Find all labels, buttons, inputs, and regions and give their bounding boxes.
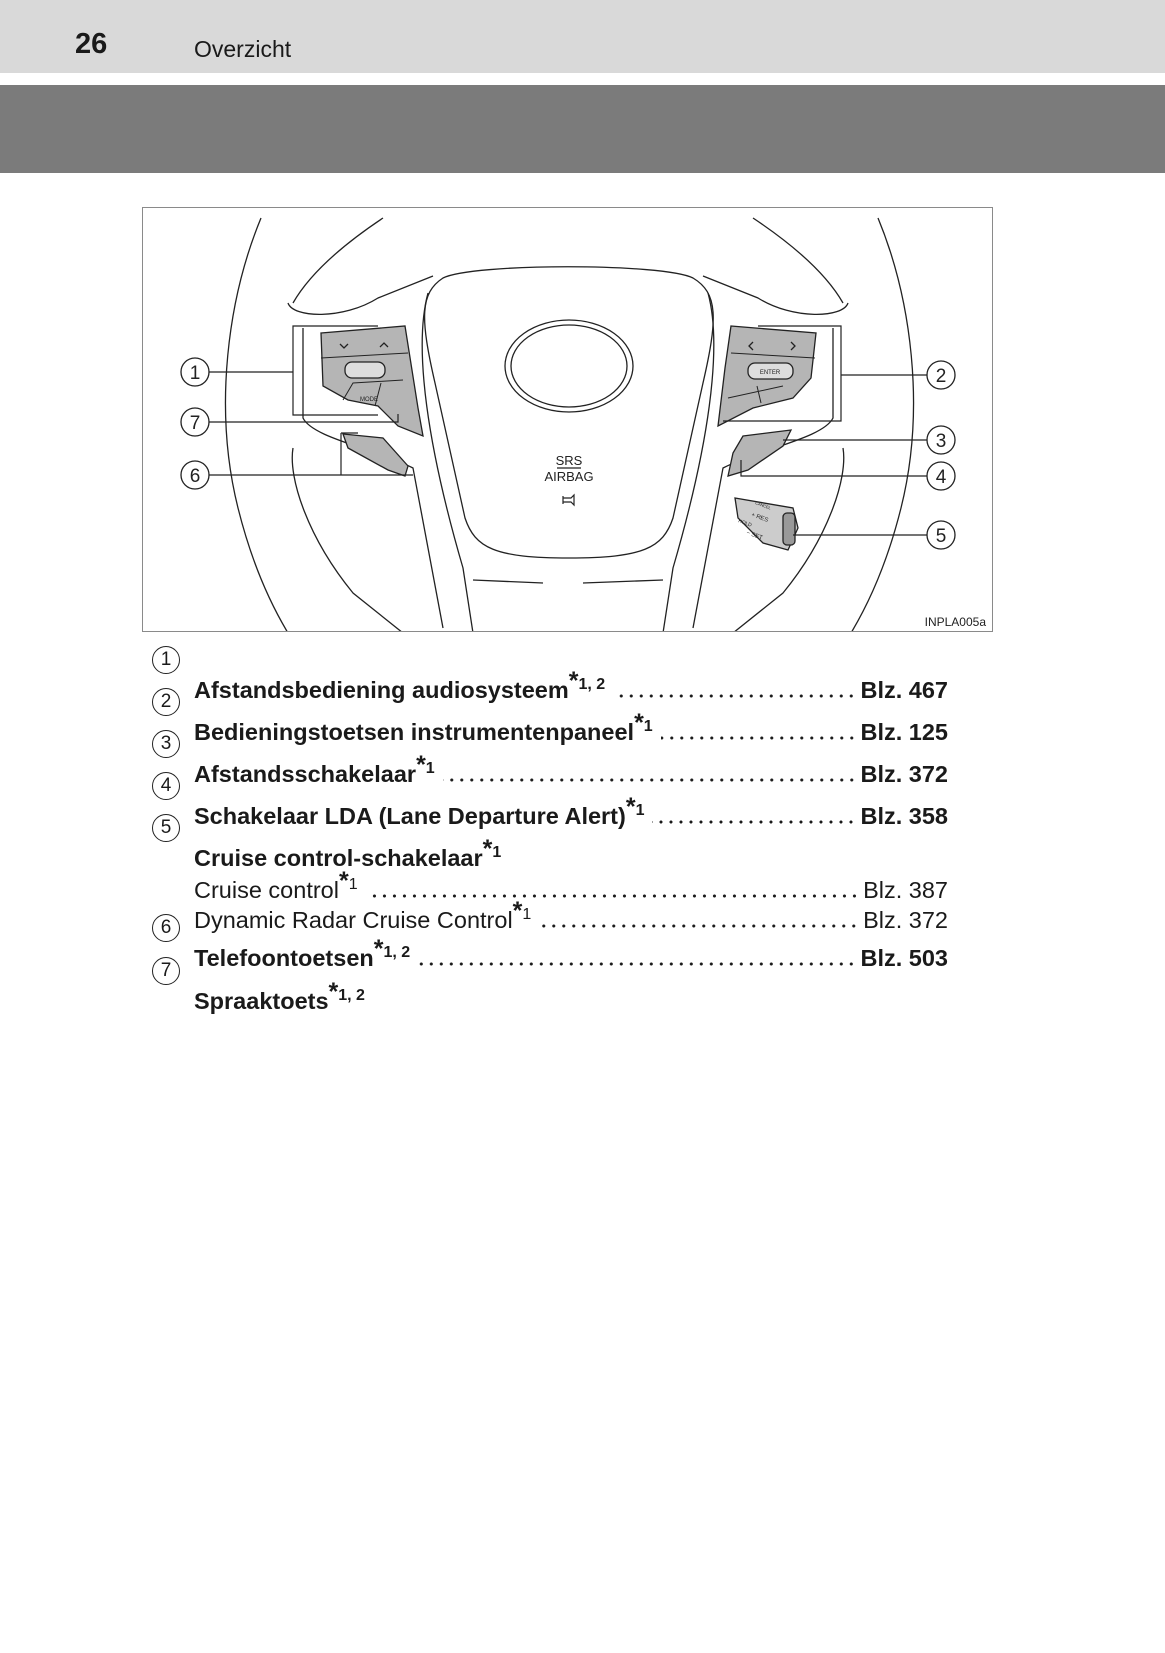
callout-3: 3 <box>936 431 947 452</box>
callout-6: 6 <box>190 466 201 487</box>
list-item: 4 Schakelaar LDA (Lane Departure Alert)*… <box>150 772 948 830</box>
footnote-star: * <box>634 709 644 737</box>
footnote-star: * <box>482 835 493 863</box>
footnote: 1, 2 <box>383 944 411 961</box>
phone-buttons <box>342 433 409 477</box>
footnote: 1, 2 <box>578 676 606 693</box>
footnote-star: * <box>373 935 384 963</box>
footnote-star: * <box>416 751 426 779</box>
item-label: Spraaktoets <box>194 988 329 1014</box>
footnote: 1 <box>492 844 502 861</box>
horn-icon <box>562 493 575 507</box>
list-item: 3 Afstandsschakelaar*1 Blz. 372 <box>150 730 948 788</box>
footnote: 1 <box>643 718 653 735</box>
footnote-star: * <box>568 667 579 695</box>
item-label: Bedieningstoetsen instrumentenpaneel <box>194 719 635 745</box>
footnote: 1 <box>635 802 645 819</box>
list-subitem: Dynamic Radar Cruise Control*1 Blz. 372 <box>150 897 948 934</box>
page-ref-link[interactable]: Blz. 503 <box>860 945 948 971</box>
callout-1: 1 <box>190 363 201 384</box>
footnote: 1, 2 <box>338 987 365 1004</box>
section-band <box>0 85 1165 173</box>
cancel-label: CANCEL <box>755 500 773 511</box>
callout-4: 4 <box>936 467 947 488</box>
emblem-oval <box>504 319 634 413</box>
page-ref-link[interactable]: Blz. 125 <box>860 719 948 745</box>
item-label: Cruise control-schakelaar <box>194 845 483 871</box>
enter-button-label: ENTER <box>760 370 781 376</box>
res-label: + RES <box>750 512 769 524</box>
dot-leader <box>660 736 857 740</box>
airbag-pad <box>423 266 714 559</box>
dot-leader <box>652 820 857 824</box>
cruise-control-lever <box>734 497 799 551</box>
item-label: Schakelaar LDA (Lane Departure Alert) <box>194 803 626 829</box>
list-item: 2 Bedieningstoetsen instrumentenpaneel*1… <box>150 688 948 746</box>
chevron-right-icon <box>790 341 796 351</box>
page-number: 26 <box>75 28 108 60</box>
item-label: Dynamic Radar Cruise Control <box>194 907 513 933</box>
item-number: 3 <box>152 730 180 758</box>
mode-button-label: MODE <box>360 397 378 403</box>
callout-2: 2 <box>936 366 947 387</box>
item-number: 6 <box>152 914 180 942</box>
page-ref-link[interactable]: Blz. 358 <box>860 803 948 829</box>
dot-leader <box>365 894 860 898</box>
dot-leader <box>539 924 860 928</box>
footnote: 1 <box>522 906 532 923</box>
footnote: 1 <box>425 760 435 777</box>
list-item: 6 Telefoontoetsen*1, 2 Blz. 503 <box>150 914 948 972</box>
distance-lda-switches <box>727 429 793 477</box>
steering-wheel-figure: SRS AIRBAG MODE ENTER + RES HOLD − SET C… <box>142 207 993 632</box>
item-number: 2 <box>152 688 180 716</box>
dot-leader <box>442 778 857 782</box>
page-ref-link[interactable]: Blz. 372 <box>863 907 948 933</box>
section-title: Overzicht <box>194 36 292 62</box>
hold-label: HOLD <box>737 518 752 529</box>
dot-leader <box>613 694 857 698</box>
item-number: 4 <box>152 772 180 800</box>
item-label: Afstandsschakelaar <box>194 761 417 787</box>
item-label: Cruise control <box>194 877 339 903</box>
srs-label: SRS <box>556 453 583 468</box>
item-number: 7 <box>152 957 180 985</box>
list-subitem: Cruise control*1 Blz. 387 <box>150 867 948 904</box>
footnote-star: * <box>328 978 339 1006</box>
page-ref-link[interactable]: Blz. 387 <box>863 877 948 903</box>
list-item: 7 Spraaktoets*1, 2 <box>150 957 948 1015</box>
page-header: 26 Overzicht <box>0 0 1165 73</box>
set-label: − SET <box>745 530 763 542</box>
airbag-label: AIRBAG <box>544 469 593 484</box>
footnote: 1 <box>348 876 358 893</box>
item-label: Telefoontoetsen <box>194 945 374 971</box>
footnote-star: * <box>625 793 636 821</box>
page-ref-link[interactable]: Blz. 372 <box>860 761 948 787</box>
callout-7: 7 <box>190 413 201 434</box>
item-number: 5 <box>152 814 180 842</box>
list-item: 1 Afstandsbediening audiosysteem*1, 2 Bl… <box>150 646 948 704</box>
figure-code: INPLA005a <box>925 615 987 629</box>
dot-leader <box>418 962 857 966</box>
list-item: 5 Cruise control-schakelaar*1 <box>150 814 948 872</box>
item-number: 1 <box>152 646 180 674</box>
callout-5: 5 <box>936 526 947 547</box>
chevron-down-icon <box>339 343 349 349</box>
audio-switch-cluster <box>320 325 424 438</box>
page-ref-link[interactable]: Blz. 467 <box>860 677 948 703</box>
chevron-up-icon <box>379 342 389 348</box>
chevron-left-icon <box>748 341 754 351</box>
footnote-star: * <box>338 867 349 895</box>
footnote-star: * <box>512 897 523 925</box>
item-label: Afstandsbediening audiosysteem <box>194 677 569 703</box>
